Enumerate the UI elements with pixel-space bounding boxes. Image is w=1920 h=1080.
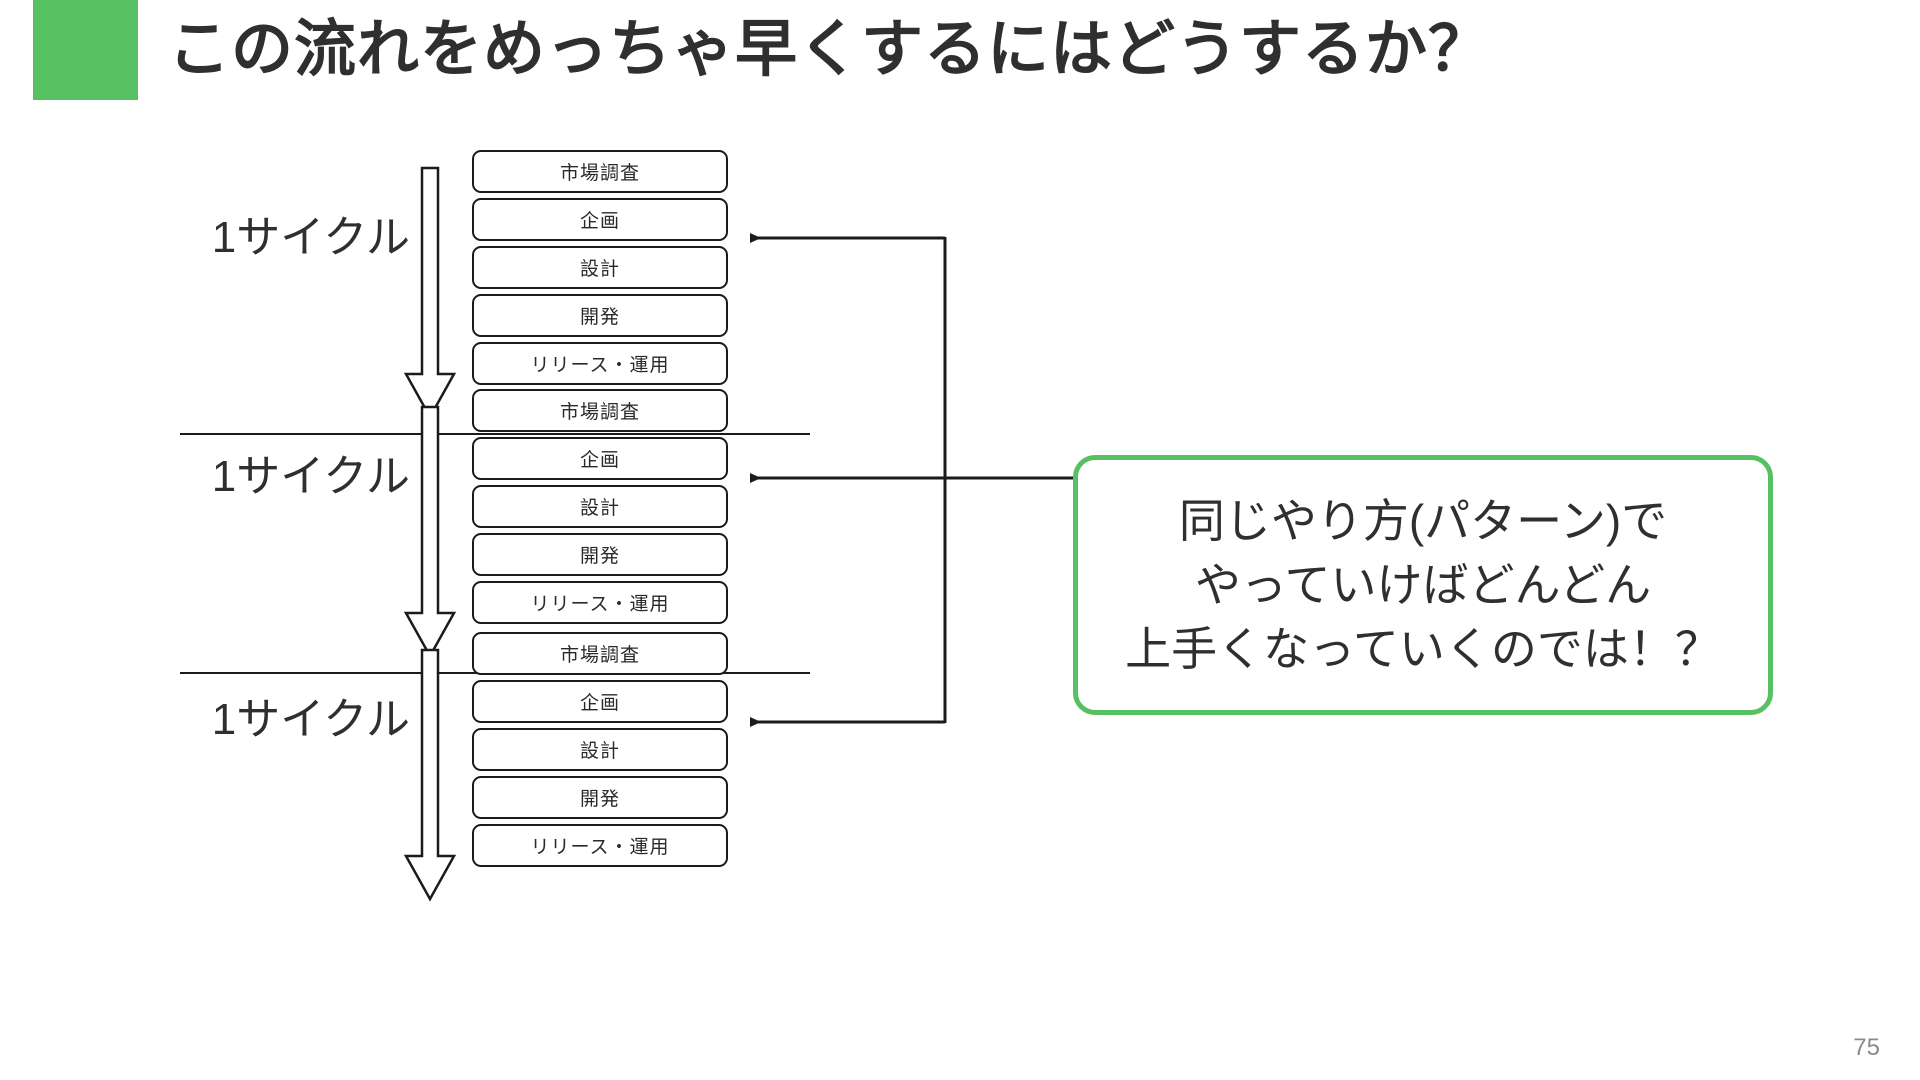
cycle-label-2: 1サイクル bbox=[211, 452, 410, 501]
stage-box-1-3[interactable]: 設計 bbox=[472, 246, 728, 289]
cycle-down-arrow-2 bbox=[404, 405, 456, 659]
stage-box-2-3[interactable]: 設計 bbox=[472, 485, 728, 528]
stage-box-1-2[interactable]: 企画 bbox=[472, 198, 728, 241]
cycle-separator-1 bbox=[180, 433, 810, 435]
stage-box-2-4[interactable]: 開発 bbox=[472, 533, 728, 576]
cycle-down-arrow-1 bbox=[404, 166, 456, 420]
callout-line-3: 上手くなっていくのでは！？ bbox=[1125, 623, 1721, 675]
stage-box-1-4[interactable]: 開発 bbox=[472, 294, 728, 337]
page-title: この流れをめっちゃ早くするにはどうするか？ bbox=[168, 15, 1492, 84]
stage-box-3-3[interactable]: 設計 bbox=[472, 728, 728, 771]
insight-callout: 同じやり方(パターン)で やっていけばどんどん 上手くなっていくのでは！？ bbox=[1073, 455, 1773, 715]
page-number: 75 bbox=[1853, 1034, 1880, 1061]
cycle-label-1: 1サイクル bbox=[211, 213, 410, 262]
stage-box-3-2[interactable]: 企画 bbox=[472, 680, 728, 723]
callout-line-2: やっていけばどんどん bbox=[1194, 559, 1652, 611]
stage-box-1-1[interactable]: 市場調査 bbox=[472, 150, 728, 193]
stage-box-3-1[interactable]: 市場調査 bbox=[472, 632, 728, 675]
cycle-label-3: 1サイクル bbox=[211, 695, 410, 744]
title-accent-bar bbox=[33, 0, 138, 100]
callout-line-1: 同じやり方(パターン)で bbox=[1178, 495, 1668, 547]
stage-box-2-1[interactable]: 市場調査 bbox=[472, 389, 728, 432]
cycle-down-arrow-3 bbox=[404, 648, 456, 902]
stage-box-2-5[interactable]: リリース・運用 bbox=[472, 581, 728, 624]
stage-box-3-4[interactable]: 開発 bbox=[472, 776, 728, 819]
stage-box-3-5[interactable]: リリース・運用 bbox=[472, 824, 728, 867]
stage-box-2-2[interactable]: 企画 bbox=[472, 437, 728, 480]
stage-box-1-5[interactable]: リリース・運用 bbox=[472, 342, 728, 385]
